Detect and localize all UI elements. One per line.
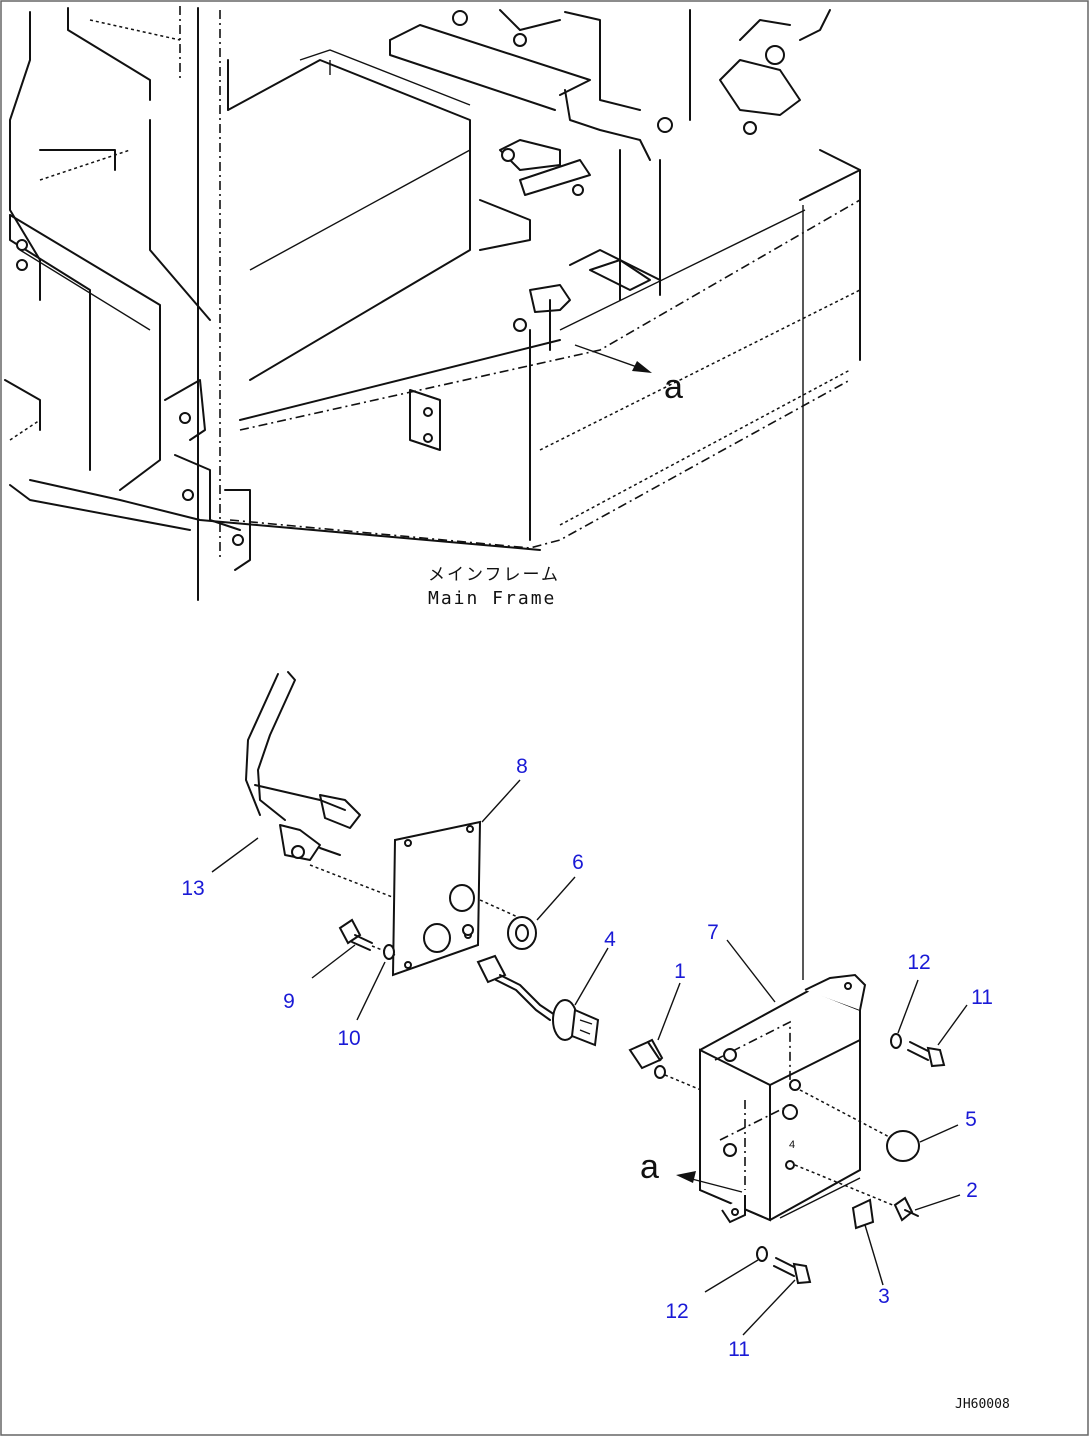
callout-numbers: 1 2 3 4 5 6 7 8 9 10 11 11 12 12 13 <box>181 755 993 1361</box>
callout-11-upper: 11 <box>971 986 993 1009</box>
drawing-code: JH60008 <box>955 1397 1010 1412</box>
frame-label-jp: メインフレーム <box>428 565 560 585</box>
part-9-bolt <box>338 918 396 956</box>
part-7-box: 4 a <box>640 973 901 1224</box>
part-8-plate <box>391 820 521 977</box>
part-6-grommet <box>507 916 537 950</box>
part-11-bolt-upper <box>907 1041 946 1068</box>
callout-3: 3 <box>878 1285 890 1308</box>
callout-1: 1 <box>674 960 686 983</box>
view-mark-bottom: a <box>640 1148 659 1186</box>
callout-11-lower: 11 <box>728 1338 750 1361</box>
callout-13: 13 <box>181 877 204 900</box>
callout-9: 9 <box>283 990 295 1013</box>
part-5-cap <box>886 1130 920 1162</box>
view-mark-top: a <box>664 368 683 406</box>
part-1-switch <box>628 1038 726 1101</box>
callout-10: 10 <box>337 1027 360 1050</box>
part-10-washer <box>383 944 395 960</box>
svg-text:4: 4 <box>789 1139 795 1151</box>
leader-lines <box>211 779 968 1336</box>
part-4-lamp <box>476 954 600 1047</box>
part-2-plug <box>893 1196 919 1222</box>
callout-2: 2 <box>966 1179 978 1202</box>
part-12-washer-lower <box>756 1246 768 1262</box>
callout-5: 5 <box>965 1108 977 1131</box>
callout-6: 6 <box>572 851 584 874</box>
frame-label-en: Main Frame <box>428 588 556 609</box>
main-frame-drawing: a メインフレーム Main Frame <box>4 6 861 980</box>
part-12-washer-upper <box>890 1033 902 1049</box>
part-11-bolt-lower <box>773 1257 812 1285</box>
callout-12-lower: 12 <box>665 1300 688 1323</box>
callout-4: 4 <box>604 928 616 951</box>
part-3-label <box>851 1198 875 1230</box>
callout-7: 7 <box>707 921 719 944</box>
callout-8: 8 <box>516 755 528 778</box>
callout-12-upper: 12 <box>907 951 930 974</box>
part-13-harness <box>245 671 401 901</box>
